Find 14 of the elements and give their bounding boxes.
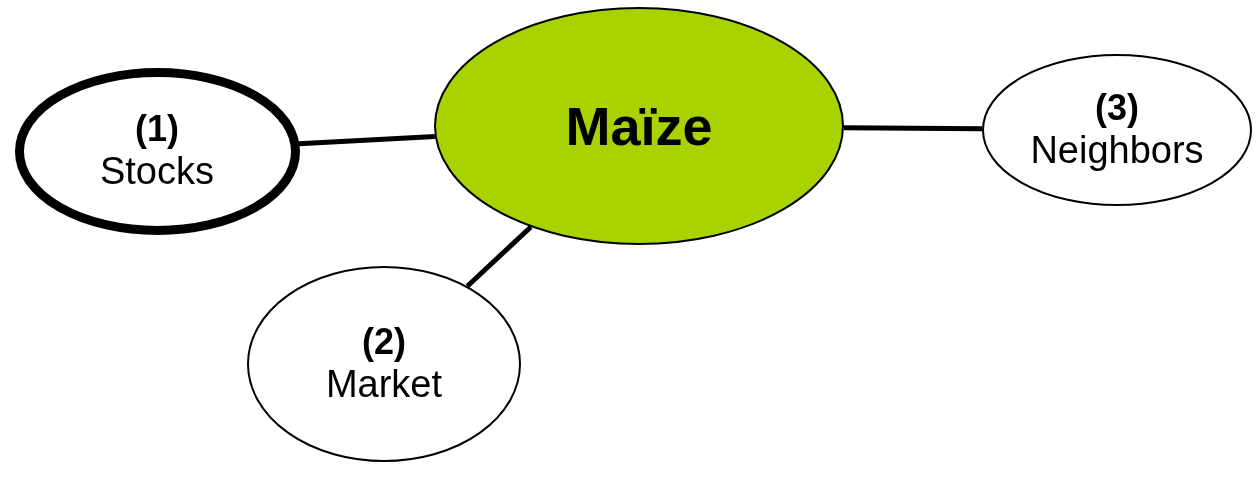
node-number: (2) (362, 321, 406, 363)
node-number: (3) (1095, 87, 1139, 129)
connector-line (843, 125, 983, 132)
connector-line (465, 225, 533, 289)
ellipse-node (982, 54, 1252, 206)
ellipse-node (14, 67, 300, 235)
node-label: Market (325, 362, 443, 407)
ellipse-node (434, 7, 844, 245)
connector-line (298, 134, 435, 147)
node-label: Neighbors (1030, 128, 1204, 173)
node-label: Stocks (99, 149, 214, 194)
node-number: (1) (135, 108, 179, 150)
ellipse-node (247, 266, 521, 462)
node-label: Maïze (565, 94, 713, 158)
